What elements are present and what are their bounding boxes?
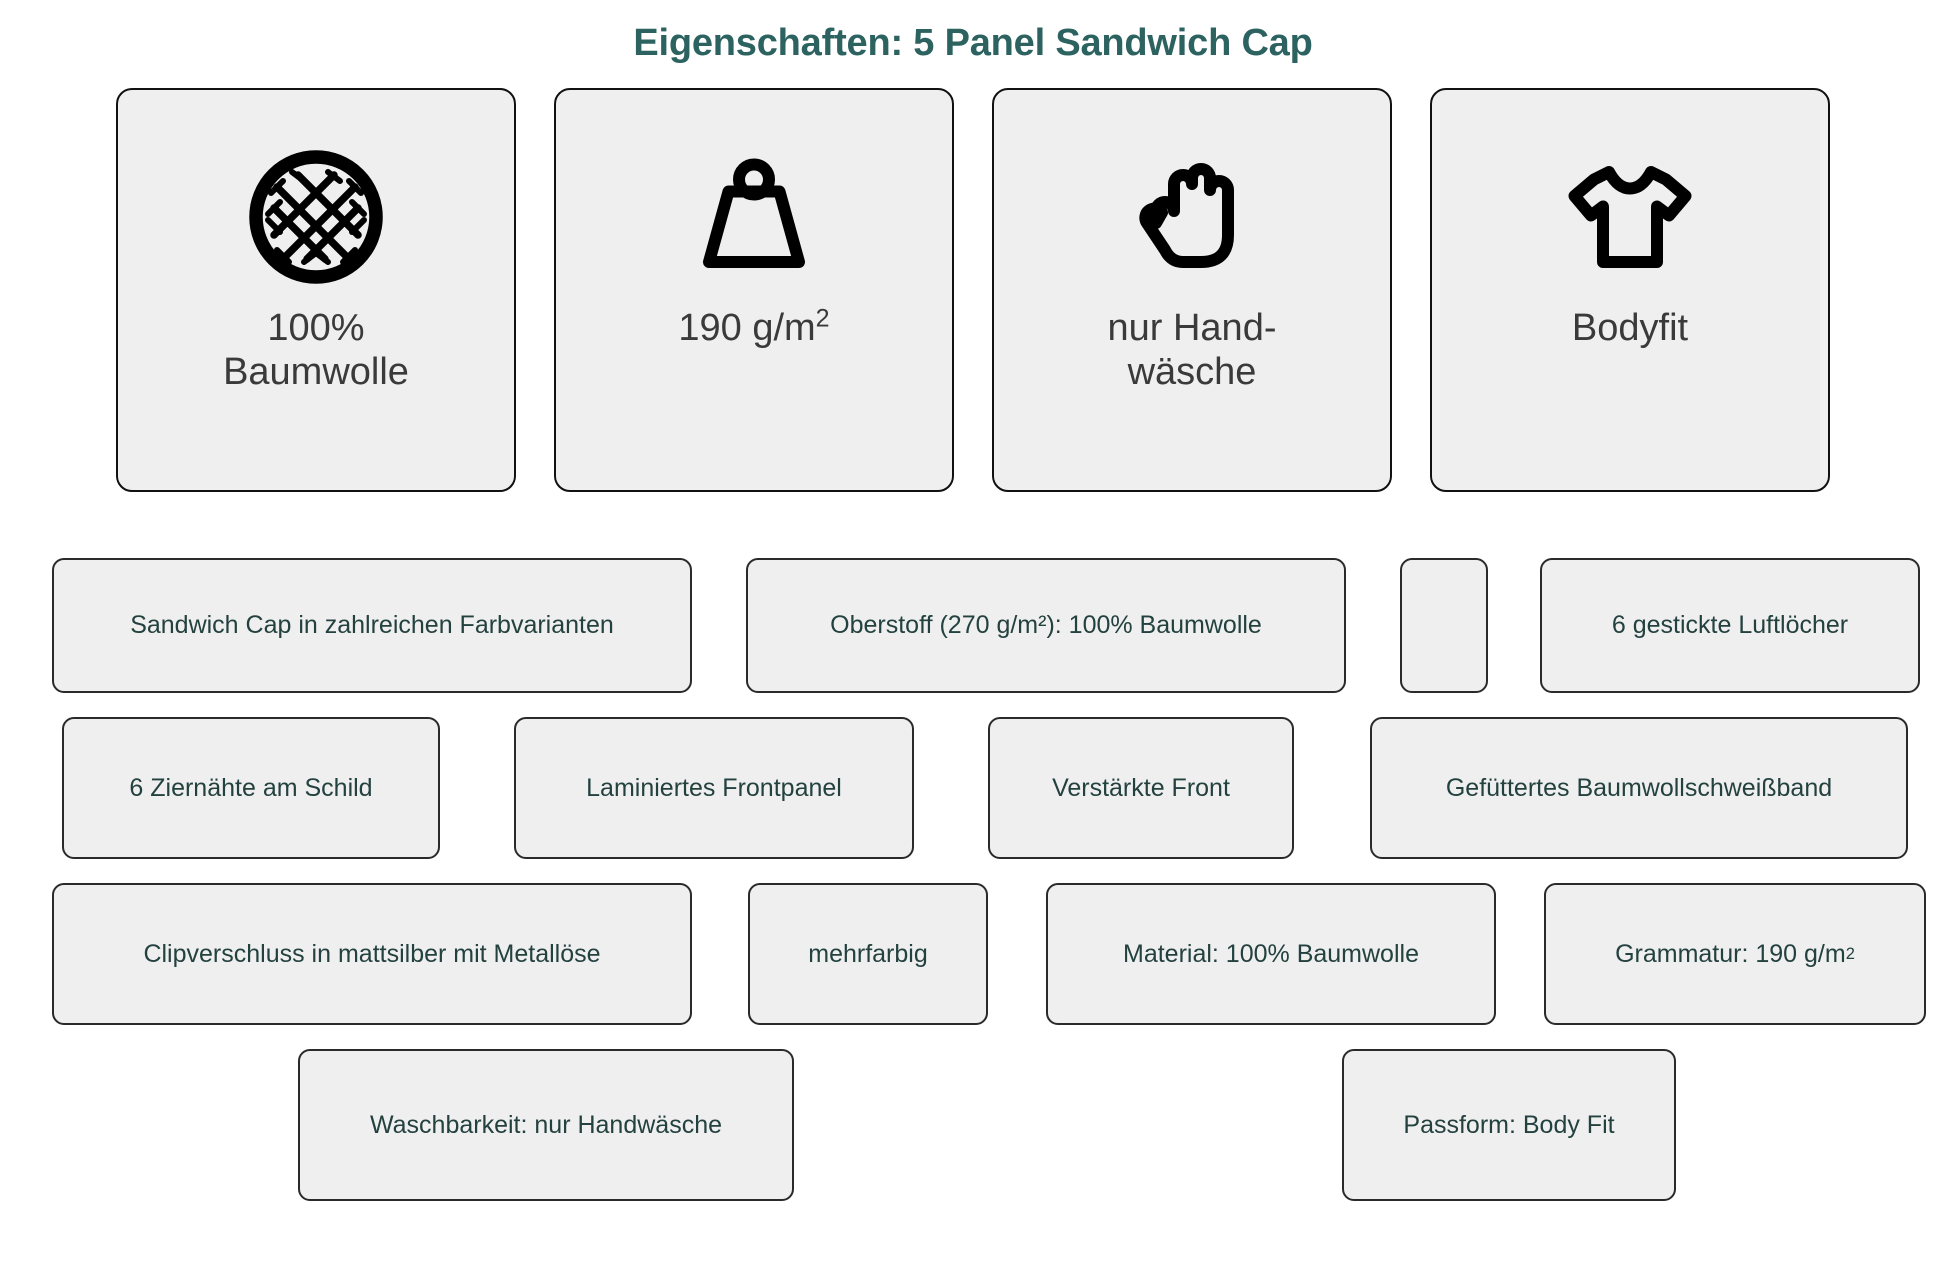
icon-card-bodyfit: Bodyfit — [1430, 88, 1830, 492]
feature-pill[interactable]: Clipverschluss in mattsilber mit Metallö… — [52, 883, 692, 1025]
feature-row-1: Sandwich Cap in zahlreichen Farbvariante… — [0, 558, 1946, 693]
icon-card-caption: nur Hand- wäsche — [1098, 306, 1287, 394]
icon-card-caption: 190 g/m2 — [668, 306, 839, 350]
icon-card-weight: 190 g/m2 — [554, 88, 954, 492]
feature-pill[interactable]: Verstärkte Front — [988, 717, 1294, 859]
feature-pill[interactable]: Passform: Body Fit — [1342, 1049, 1676, 1201]
icon-card-caption: Bodyfit — [1562, 306, 1698, 350]
feature-pill-label: Grammatur: 190 g/m — [1615, 939, 1846, 968]
feature-pill[interactable]: Oberstoff (270 g/m²): 100% Baumwolle — [746, 558, 1346, 693]
feature-pill-empty[interactable] — [1400, 558, 1488, 693]
feature-pill[interactable]: 6 Ziernähte am Schild — [62, 717, 440, 859]
feature-pill[interactable]: Waschbarkeit: nur Handwäsche — [298, 1049, 794, 1201]
feature-pill-rows: Sandwich Cap in zahlreichen Farbvariante… — [0, 558, 1946, 1225]
icon-card-handwash: nur Hand- wäsche — [992, 88, 1392, 492]
feature-row-2: 6 Ziernähte am Schild Laminiertes Frontp… — [0, 717, 1946, 859]
feature-pill[interactable]: 6 gestickte Luftlöcher — [1540, 558, 1920, 693]
icon-card-cotton: 100% Baumwolle — [116, 88, 516, 492]
fabric-weave-icon — [241, 142, 391, 292]
caption-line-2: Baumwolle — [223, 351, 409, 394]
caption-line-1: 100% — [267, 307, 365, 349]
tshirt-icon — [1555, 142, 1705, 292]
caption-line-1: nur Hand- — [1107, 307, 1277, 349]
feature-pill[interactable]: Material: 100% Baumwolle — [1046, 883, 1496, 1025]
feature-row-3: Clipverschluss in mattsilber mit Metallö… — [0, 883, 1946, 1025]
icon-card-caption: 100% Baumwolle — [213, 306, 419, 394]
hand-icon — [1117, 142, 1267, 292]
feature-pill[interactable]: Laminiertes Frontpanel — [514, 717, 914, 859]
icon-card-row: 100% Baumwolle 190 g/m2 — [116, 88, 1830, 492]
weight-icon — [679, 142, 829, 292]
feature-row-4: Waschbarkeit: nur Handwäsche Passform: B… — [0, 1049, 1946, 1201]
feature-pill[interactable]: Sandwich Cap in zahlreichen Farbvariante… — [52, 558, 692, 693]
feature-pill[interactable]: mehrfarbig — [748, 883, 988, 1025]
feature-pill[interactable]: Gefüttertes Baumwollschweißband — [1370, 717, 1908, 859]
caption-line-2: wäsche — [1127, 351, 1257, 394]
caption-line-1: 190 g/m2 — [678, 304, 830, 349]
caption-line-1: Bodyfit — [1571, 307, 1689, 349]
superscript-two: 2 — [815, 304, 830, 333]
page-title: Eigenschaften: 5 Panel Sandwich Cap — [633, 22, 1313, 64]
